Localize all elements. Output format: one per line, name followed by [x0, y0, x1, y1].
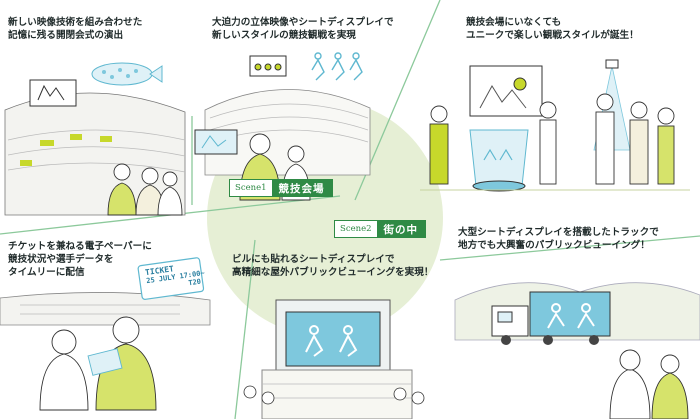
caption-truck: 大型シートディスプレイを搭載したトラックで 地方でも大興奮のパブリックビューイン…: [458, 226, 659, 252]
scene-number: Scene2: [335, 221, 377, 237]
epaper-panel-art: [0, 257, 211, 411]
scene1-tag: Scene1 競技会場: [229, 179, 333, 197]
offsite-panel-art: [420, 59, 690, 192]
caption-line: 地方でも大興奮のパブリックビューイング！: [458, 240, 650, 251]
caption-line: タイムリーに配信: [8, 267, 85, 278]
caption-line: 競技状況や選手データを: [8, 254, 114, 265]
caption-line: ビルにも貼れるシートディスプレイで: [232, 254, 395, 265]
building-panel-art: [243, 299, 425, 419]
caption-ceremony: 新しい映像技術を組み合わせた 記憶に残る開閉会式の演出: [8, 16, 142, 42]
caption-epaper: チケットを兼ねる電子ペーパーに 競技状況や選手データを タイムリーに配信: [8, 240, 152, 279]
caption-line: 高精細な屋外パブリックビューイングを実現！: [232, 267, 434, 278]
caption-line: チケットを兼ねる電子ペーパーに: [8, 241, 152, 252]
caption-line: 記憶に残る開閉会式の演出: [8, 30, 124, 41]
caption-building: ビルにも貼れるシートディスプレイで 高精細な屋外パブリックビューイングを実現！: [232, 253, 433, 279]
caption-line: 競技会場にいなくても: [466, 17, 562, 28]
scene-name: 街の中: [376, 221, 426, 237]
caption-line: 大迫力の立体映像やシートディスプレイで: [212, 17, 394, 28]
ceremony-panel-art: [4, 62, 186, 216]
scene-number: Scene1: [230, 180, 272, 196]
scene2-tag: Scene2 街の中: [334, 220, 427, 238]
scene-name: 競技会場: [271, 180, 332, 196]
caption-line: 大型シートディスプレイを搭載したトラックで: [458, 227, 659, 238]
caption-offsite: 競技会場にいなくても ユニークで楽しい観戦スタイルが誕生！: [466, 16, 639, 42]
caption-line: 新しい映像技術を組み合わせた: [8, 17, 143, 28]
caption-line: 新しいスタイルの競技観戦を実現: [212, 30, 356, 41]
truck-panel-art: [454, 282, 700, 419]
caption-stadium: 大迫力の立体映像やシートディスプレイで 新しいスタイルの競技観戦を実現: [212, 16, 394, 42]
caption-line: ユニークで楽しい観戦スタイルが誕生！: [466, 30, 639, 41]
